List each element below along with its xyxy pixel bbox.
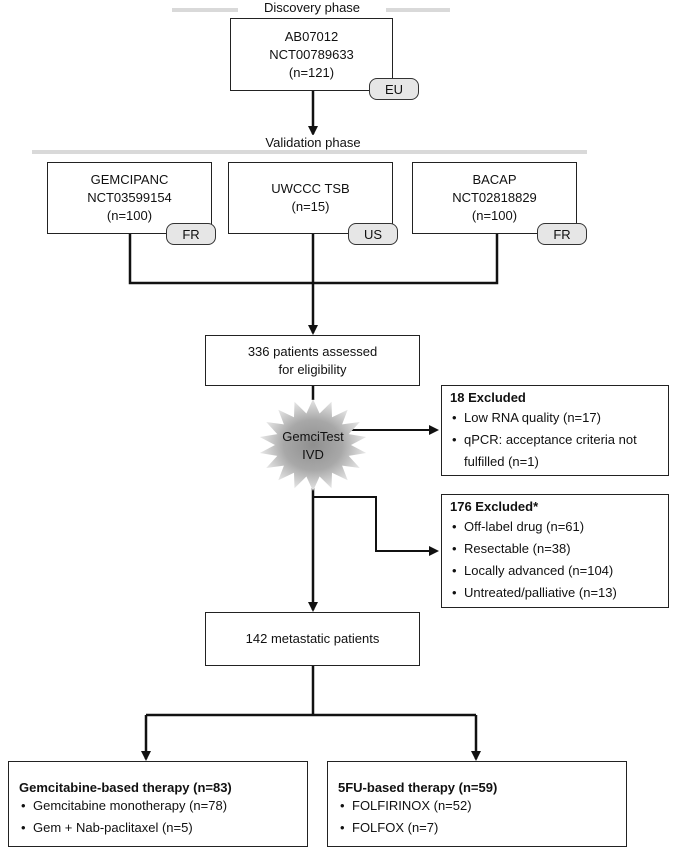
- list-item: Locally advanced (n=104): [450, 560, 660, 582]
- study-name: UWCCC TSB: [271, 181, 350, 196]
- discovery-study-box: AB07012 NCT00789633 (n=121): [230, 18, 393, 91]
- gemcitest-label: GemciTest IVD: [263, 428, 363, 464]
- 5fu-therapy-box: 5FU-based therapy (n=59) FOLFIRINOX (n=5…: [327, 761, 627, 847]
- region-tag-eu: EU: [369, 78, 419, 100]
- therapy-title: 5FU-based therapy (n=59): [338, 780, 498, 795]
- study-n: (n=100): [106, 208, 153, 223]
- region-tag-fr: FR: [537, 223, 587, 245]
- list-item: Off-label drug (n=61): [450, 516, 660, 538]
- discovery-phase-label: Discovery phase: [238, 0, 386, 15]
- therapy-list: FOLFIRINOX (n=52) FOLFOX (n=7): [338, 795, 616, 839]
- study-nct: NCT03599154: [87, 190, 172, 205]
- discovery-study-nct: NCT00789633: [269, 46, 354, 62]
- exclusion1-list: Low RNA quality (n=17) qPCR: acceptance …: [450, 407, 660, 473]
- assessed-line1: 336 patients assessed: [247, 343, 378, 359]
- therapy-title: Gemcitabine-based therapy (n=83): [19, 780, 232, 795]
- study-name: GEMCIPANC: [90, 172, 169, 187]
- list-item: FOLFIRINOX (n=52): [338, 795, 616, 817]
- list-item: Resectable (n=38): [450, 538, 660, 560]
- study-name: BACAP: [472, 172, 517, 187]
- discovery-study-id: AB07012: [284, 28, 339, 44]
- list-item: qPCR: acceptance criteria not fulfilled …: [450, 429, 656, 473]
- gem-therapy-box: Gemcitabine-based therapy (n=83) Gemcita…: [8, 761, 308, 847]
- validation-phase-bar: [32, 150, 587, 154]
- assessed-line2: for eligibility: [278, 361, 347, 377]
- study-nct: NCT02818829: [452, 190, 537, 205]
- gemcitest-line1: GemciTest: [282, 429, 344, 444]
- list-item: Untreated/palliative (n=13): [450, 582, 660, 604]
- list-item: FOLFOX (n=7): [338, 817, 616, 839]
- exclusion1-title: 18 Excluded: [450, 390, 526, 405]
- study-n: (n=100): [471, 208, 518, 223]
- exclusion1-box: 18 Excluded Low RNA quality (n=17) qPCR:…: [441, 385, 669, 476]
- validation-phase-label: Validation phase: [236, 135, 390, 150]
- study-n: (n=15): [291, 199, 330, 214]
- metastatic-box: 142 metastatic patients: [205, 612, 420, 666]
- arrow-to-exclusion2: [313, 496, 439, 556]
- list-item: Gem + Nab-paclitaxel (n=5): [19, 817, 297, 839]
- exclusion2-box: 176 Excluded* Off-label drug (n=61) Rese…: [441, 494, 669, 608]
- discovery-study-n: (n=121): [288, 64, 335, 80]
- validation-study-box-gemcipanc: GEMCIPANC NCT03599154 (n=100): [47, 162, 212, 234]
- metastatic-label: 142 metastatic patients: [245, 631, 380, 646]
- validation-study-box-bacap: BACAP NCT02818829 (n=100): [412, 162, 577, 234]
- therapy-list: Gemcitabine monotherapy (n=78) Gem + Nab…: [19, 795, 297, 839]
- region-tag-fr: FR: [166, 223, 216, 245]
- exclusion2-list: Off-label drug (n=61) Resectable (n=38) …: [450, 516, 660, 604]
- exclusion2-title: 176 Excluded*: [450, 499, 539, 514]
- region-tag-us: US: [348, 223, 398, 245]
- gemcitest-line2: IVD: [302, 447, 324, 462]
- validation-study-box-uwccc: UWCCC TSB (n=15): [228, 162, 393, 234]
- list-item: Gemcitabine monotherapy (n=78): [19, 795, 297, 817]
- list-item: Low RNA quality (n=17): [450, 407, 660, 429]
- gemcitest-starburst-icon: [259, 399, 367, 491]
- assessed-box: 336 patients assessed for eligibility: [205, 335, 420, 386]
